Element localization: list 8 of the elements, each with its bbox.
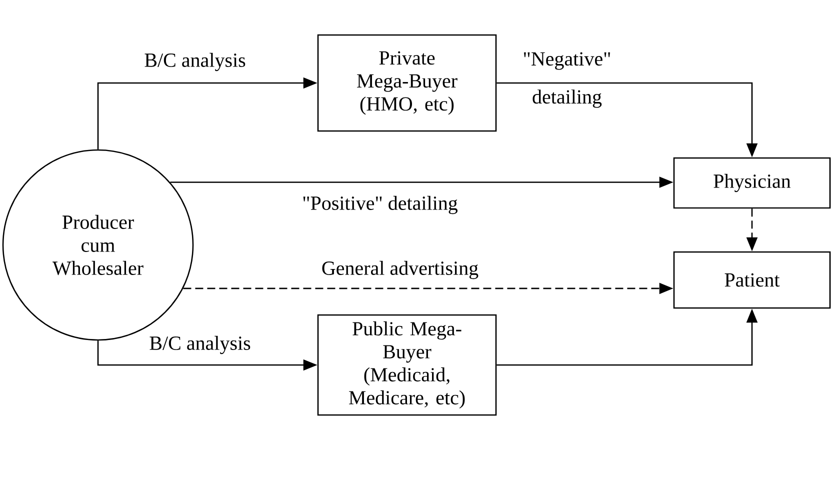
process-box: Public Mega-Buyer (Medicaid, Medicare, etc) bbox=[317, 314, 497, 416]
edge-label: General advertising bbox=[322, 260, 478, 280]
process-box: Private Mega-Buyer (HMO, etc) bbox=[317, 34, 497, 132]
process-box: Patient bbox=[673, 251, 831, 309]
edge-label: "Positive" detailing bbox=[303, 196, 458, 214]
edge-label: B/C analysis bbox=[144, 52, 246, 72]
edge-label: "Negative" detailing bbox=[524, 52, 610, 108]
process-box: Physician bbox=[673, 157, 831, 209]
